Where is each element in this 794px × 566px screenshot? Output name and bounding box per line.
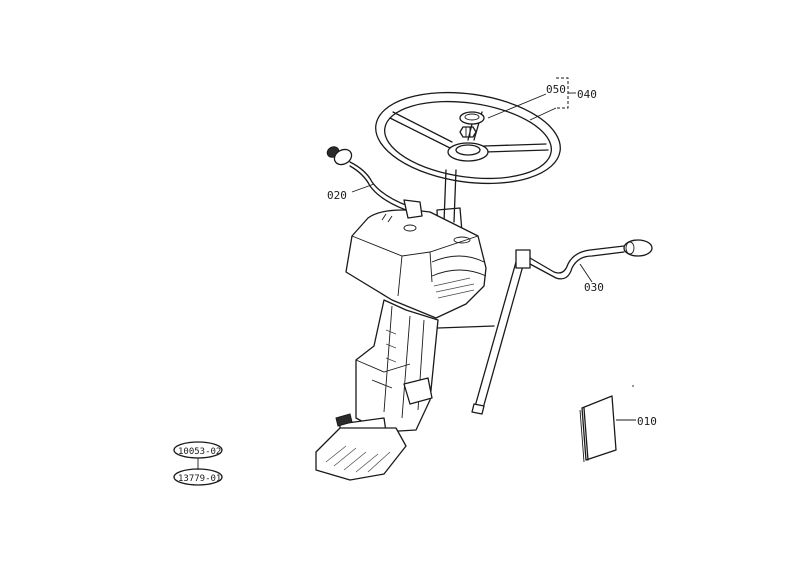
leader-020 (351, 183, 375, 193)
label-050: 050 (546, 83, 566, 96)
reference-codes: 10053-02 13779-01 (173, 441, 223, 486)
steering-column-housing (315, 209, 487, 481)
steering-wheel (375, 91, 561, 185)
ref-code-upper: 10053-02 (178, 447, 221, 457)
label-010: 010 (637, 415, 657, 428)
label-020: 020 (327, 189, 347, 202)
manual-booklet-010 (579, 385, 634, 463)
lever-030 (437, 239, 653, 415)
leader-030 (579, 263, 593, 283)
ref-code-lower: 13779-01 (178, 474, 221, 484)
leader-050 (487, 93, 547, 119)
label-030: 030 (584, 281, 604, 294)
lever-020 (326, 146, 423, 219)
label-040: 040 (577, 88, 597, 101)
